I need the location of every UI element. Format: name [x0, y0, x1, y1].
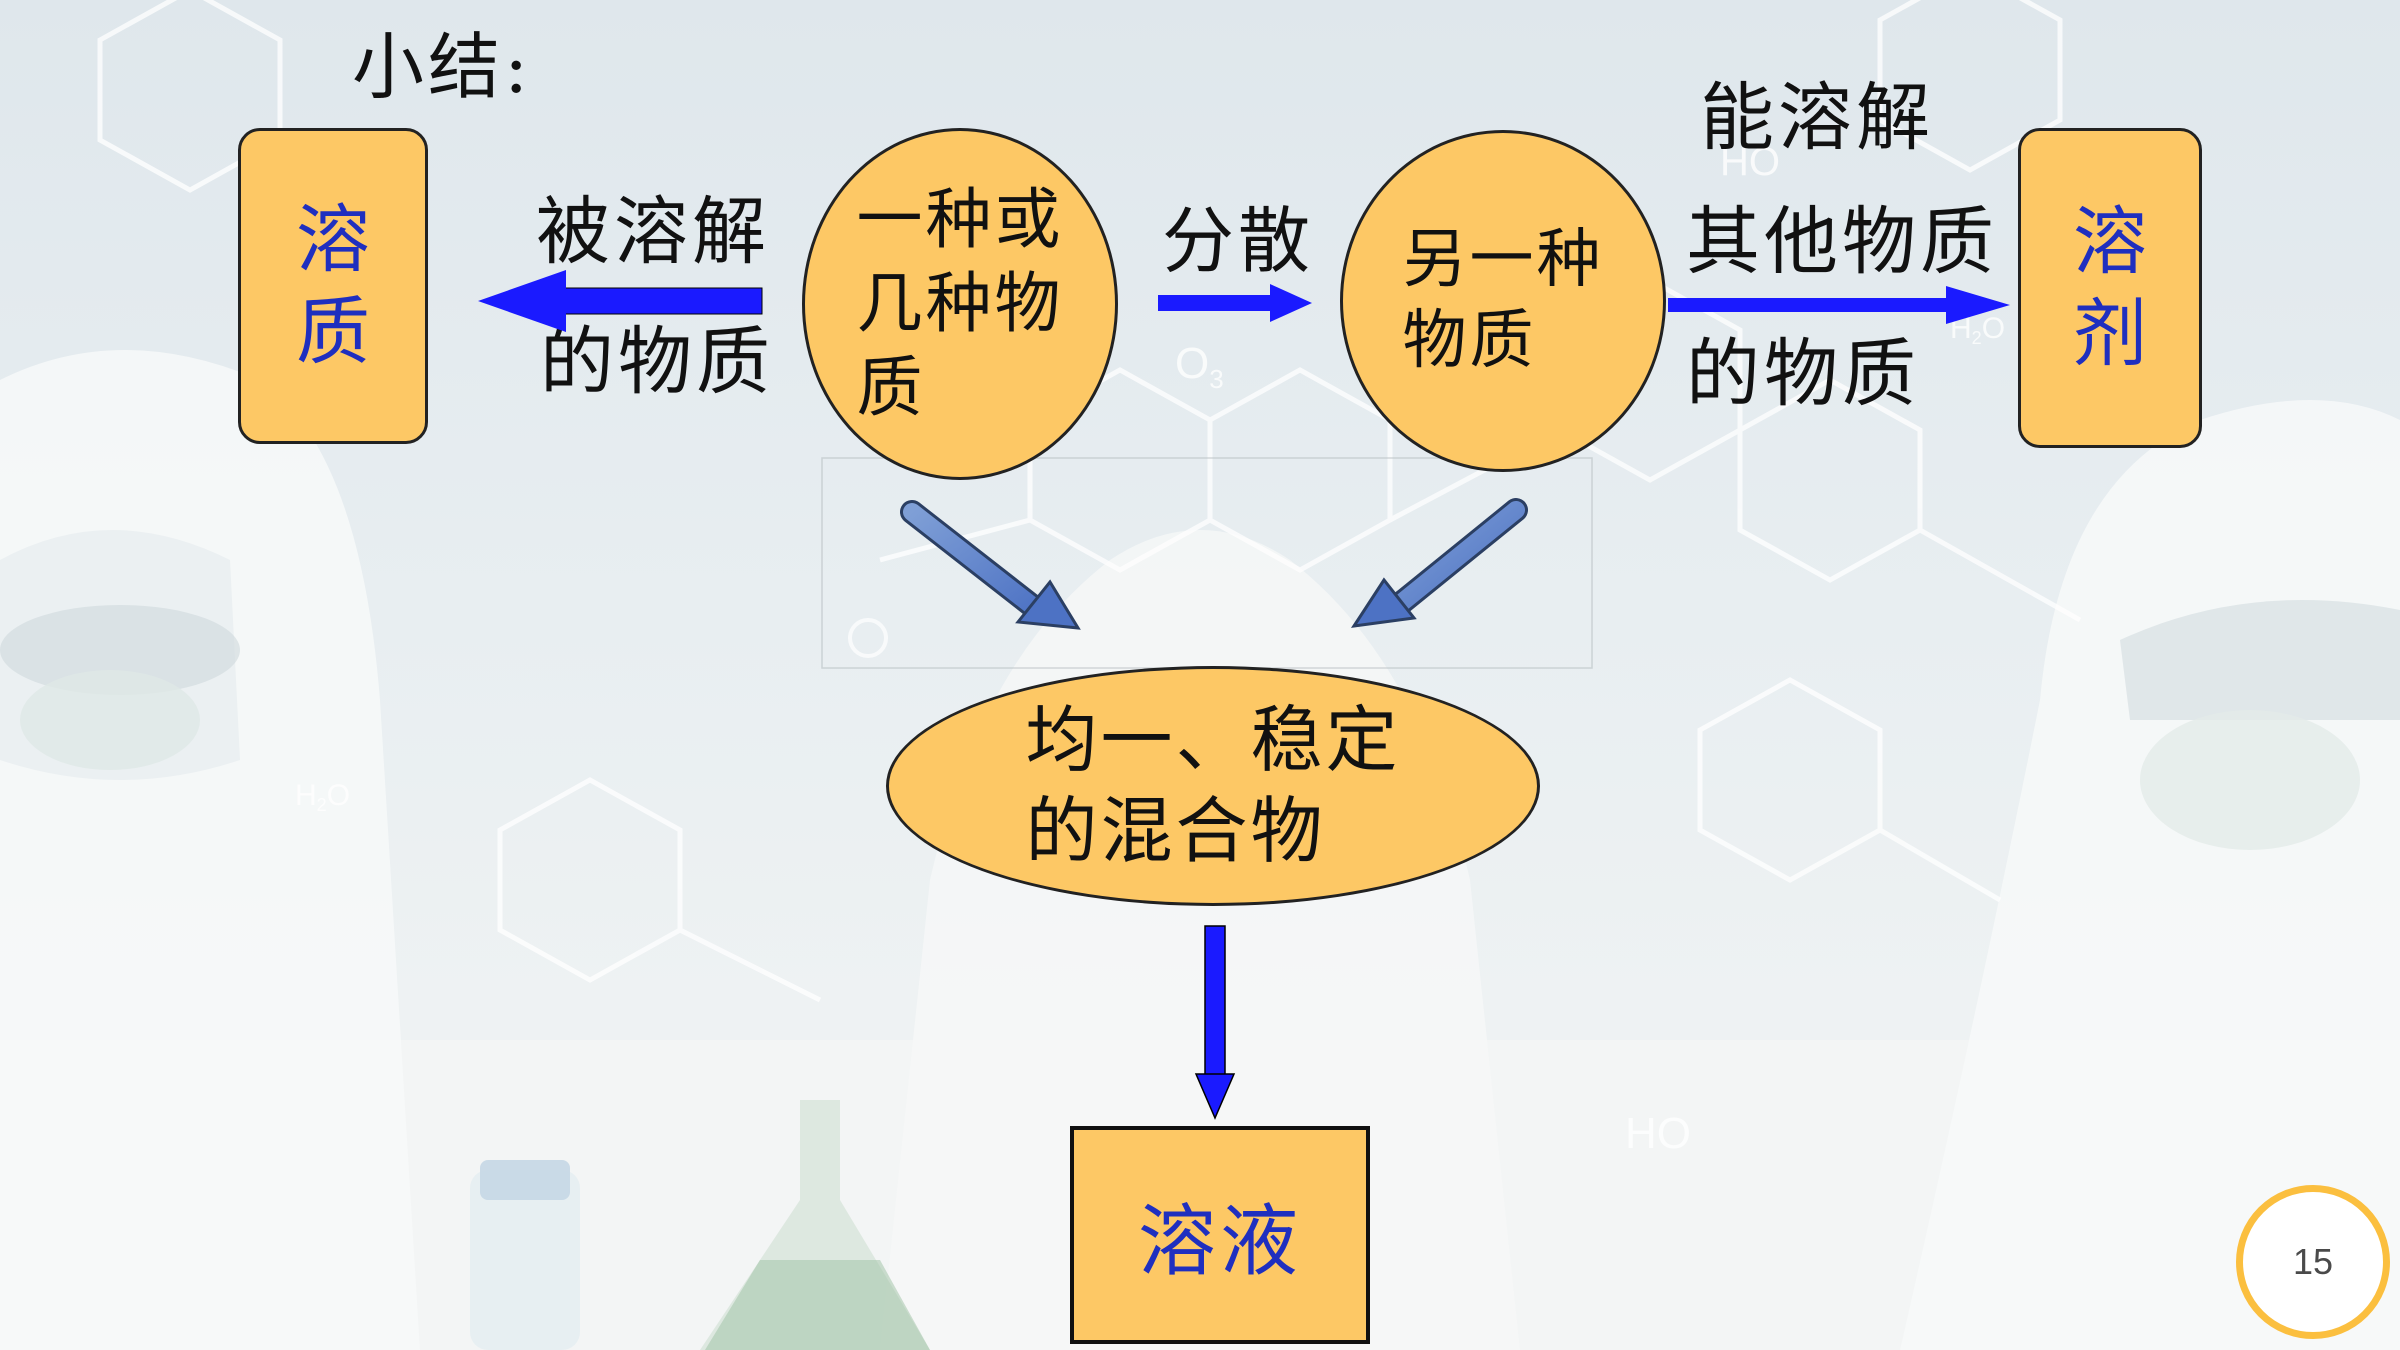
arrow-solute-to-mixture: [900, 500, 1081, 630]
one-or-more-substances-text: 一种或 几种物 质: [856, 181, 1064, 426]
other-substances-label: 其他物质: [1686, 199, 1998, 285]
arrow-disperse: [1158, 284, 1312, 322]
slide-title: 小结:: [352, 25, 533, 109]
can-dissolve-label: 能溶解: [1700, 75, 1934, 161]
arrow-solvent-to-mixture: [1350, 498, 1528, 628]
dissolved-label-bottom: 的物质: [540, 319, 774, 405]
another-substance-text: 另一种 物质: [1402, 222, 1604, 378]
mixture-node: 均一、稳定 的混合物: [886, 666, 1540, 906]
other-substances-label-bottom: 的物质: [1686, 331, 1920, 417]
solvent-box: 溶 剂: [2018, 128, 2202, 448]
solute-box: 溶 质: [238, 128, 428, 444]
arrow-to-solution: [1194, 925, 1236, 1120]
svg-text:HO: HO: [1720, 140, 1780, 184]
mixture-text: 均一、稳定 的混合物: [1025, 697, 1401, 873]
svg-text:HO: HO: [1625, 1109, 1691, 1158]
svg-text:H2O: H2O: [1950, 312, 2005, 348]
page-number: 15: [2292, 1241, 2334, 1282]
disperse-label: 分散: [1162, 199, 1315, 283]
solution-box: 溶液: [1070, 1126, 1370, 1344]
arrow-to-solvent: [1668, 286, 2010, 324]
one-or-more-substances-node: 一种或 几种物 质: [802, 128, 1118, 480]
another-substance-node: 另一种 物质: [1340, 130, 1666, 472]
page-number-badge: 15: [2236, 1185, 2390, 1339]
dissolved-label-top: 被溶解: [536, 189, 770, 275]
arrow-to-solute: [478, 270, 763, 332]
